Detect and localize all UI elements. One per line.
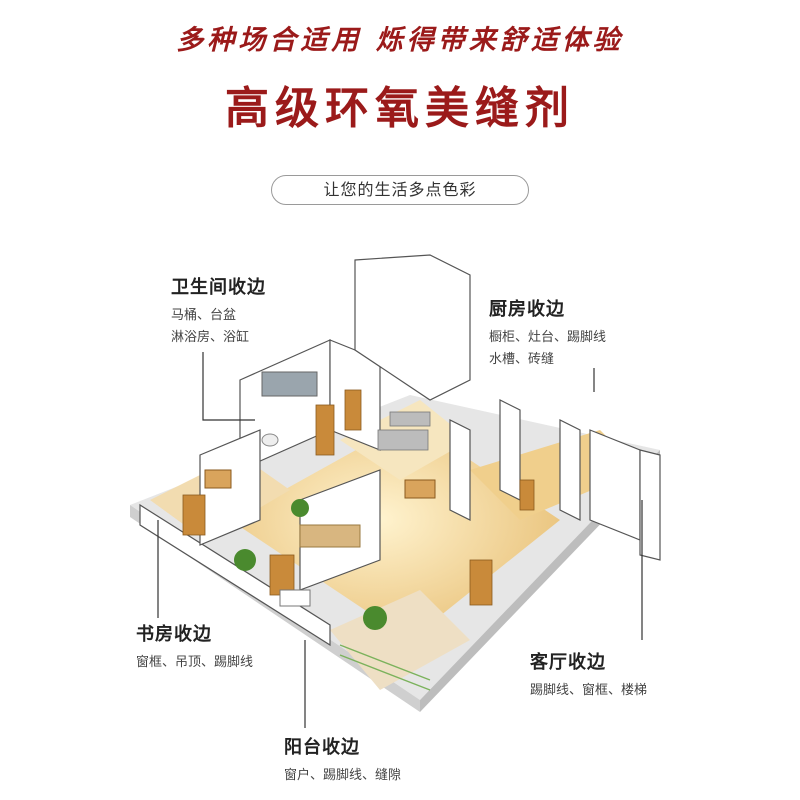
callout-kitchen-line1: 橱柜、灶台、踢脚线: [489, 330, 607, 345]
callout-balcony-line1: 窗户、踢脚线、缝隙: [284, 768, 402, 783]
callout-living-title: 客厅收边: [530, 652, 606, 673]
callout-study-title: 书房收边: [136, 624, 212, 645]
callout-living: 客厅收边 踢脚线、窗框、楼梯: [530, 648, 647, 702]
callout-bathroom-line2: 淋浴房、浴缸: [171, 330, 250, 345]
bathroom-leader: [202, 352, 255, 421]
callout-study: 书房收边 窗框、吊顶、踢脚线: [136, 620, 253, 674]
callout-living-line1: 踢脚线、窗框、楼梯: [530, 683, 648, 698]
callout-kitchen: 厨房收边 橱柜、灶台、踢脚线 水槽、砖缝: [489, 295, 606, 371]
callout-bathroom-title: 卫生间收边: [171, 277, 266, 298]
subtitle-pill: 让您的生活多点色彩: [271, 175, 529, 205]
tagline: 多种场合适用 烁得带来舒适体验: [176, 25, 624, 56]
callout-study-line1: 窗框、吊顶、踢脚线: [136, 655, 254, 670]
callout-kitchen-line2: 水槽、砖缝: [489, 352, 555, 367]
page-title: 高级环氧美缝剂: [225, 83, 575, 134]
callout-balcony: 阳台收边 窗户、踢脚线、缝隙: [284, 733, 401, 787]
callout-kitchen-title: 厨房收边: [489, 299, 565, 320]
callout-bathroom-line1: 马桶、台盆: [171, 308, 237, 323]
callout-bathroom: 卫生间收边 马桶、台盆 淋浴房、浴缸: [171, 273, 266, 349]
callout-balcony-title: 阳台收边: [284, 737, 360, 758]
